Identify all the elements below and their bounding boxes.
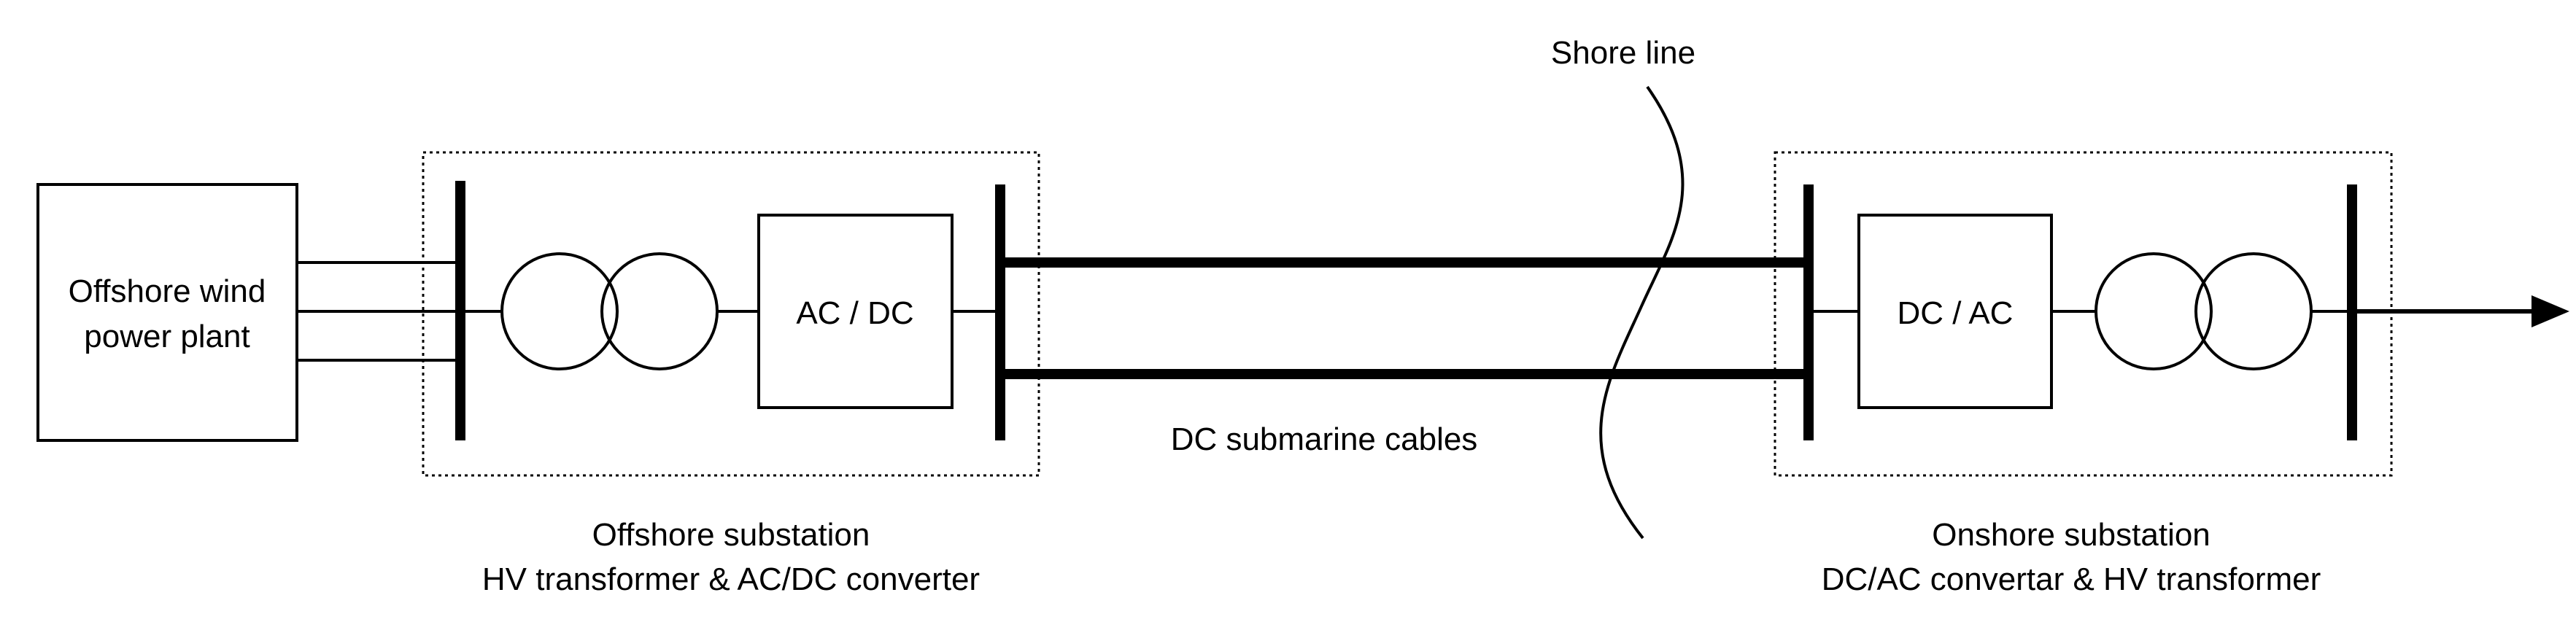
onshore-substation-label-line2: DC/AC convertar & HV transformer [1822,561,2321,597]
wind-plant-label-line1: Offshore wind [69,273,266,309]
offshore-substation-boundary [422,151,1040,477]
offshore-substation-label-line2: HV transformer & AC/DC converter [482,561,980,597]
ac-feeder-lines [297,261,460,362]
shore-line-curve [1599,85,1685,540]
ac-dc-converter-label: AC / DC [796,295,913,331]
wind-plant-box [36,183,298,442]
dc-submarine-cables [1000,257,1809,379]
arrow-right-icon [2531,295,2569,327]
wind-plant-label-line2: power plant [84,319,250,354]
offshore-transformer-symbol [500,252,719,370]
shore-line-label: Shore line [1551,35,1695,71]
offshore-substation-label-line1: Offshore substation [592,517,870,553]
onshore-substation-label-line1: Onshore substation [1932,517,2211,553]
onshore-transformer-symbol [2095,252,2313,370]
onshore-substation-boundary [1774,151,2393,477]
dc-ac-converter-label: DC / AC [1898,295,2014,331]
dc-cables-label: DC submarine cables [1171,421,1478,457]
